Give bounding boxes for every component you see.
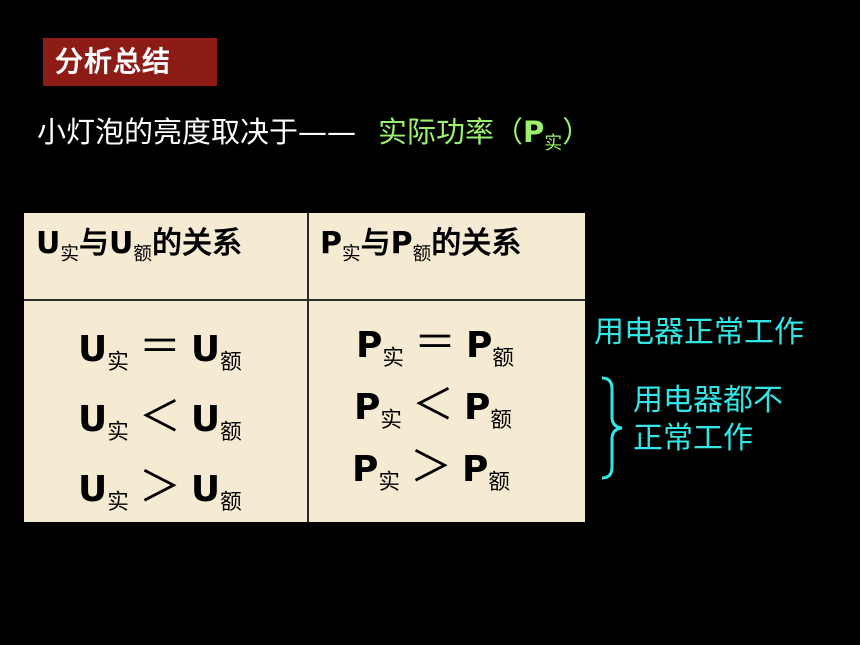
intro-line: 小灯泡的亮度取决于—— 实际功率（P实） xyxy=(37,112,591,164)
summary-badge: 分析总结 xyxy=(43,38,217,86)
note-abnormal-line1: 用电器都不 xyxy=(633,383,783,418)
relation-table: U实与U额的关系 P实与P额的关系 U实＝U额 U实＜U额 U实＞U额 P实＝P… xyxy=(24,213,585,522)
p-relations: P实＝P额 P实＜P额 P实＞P额 xyxy=(309,301,585,522)
u-row-less: U实＜U额 xyxy=(78,392,242,446)
u-relations: U实＝U额 U实＜U额 U实＞U额 xyxy=(24,301,307,522)
header-p-relation: P实与P额的关系 xyxy=(320,226,522,266)
intro-answer: 实际功率（P实） xyxy=(378,115,592,154)
p-row-greater: P实＞P额 xyxy=(352,442,511,496)
header-u-relation: U实与U额的关系 xyxy=(36,226,242,266)
note-normal: 用电器正常工作 xyxy=(594,315,804,350)
brace-icon xyxy=(601,376,623,480)
intro-question: 小灯泡的亮度取决于—— xyxy=(37,115,357,149)
p-row-equal: P实＝P额 xyxy=(356,318,515,372)
p-row-less: P实＜P额 xyxy=(354,380,513,434)
u-row-greater: U实＞U额 xyxy=(78,462,242,516)
u-row-equal: U实＝U额 xyxy=(78,322,242,376)
table-vdivider xyxy=(307,213,309,522)
note-abnormal: 用电器都不 正常工作 xyxy=(633,382,833,458)
table-hdivider xyxy=(24,299,585,301)
note-abnormal-line2: 正常工作 xyxy=(633,421,753,456)
